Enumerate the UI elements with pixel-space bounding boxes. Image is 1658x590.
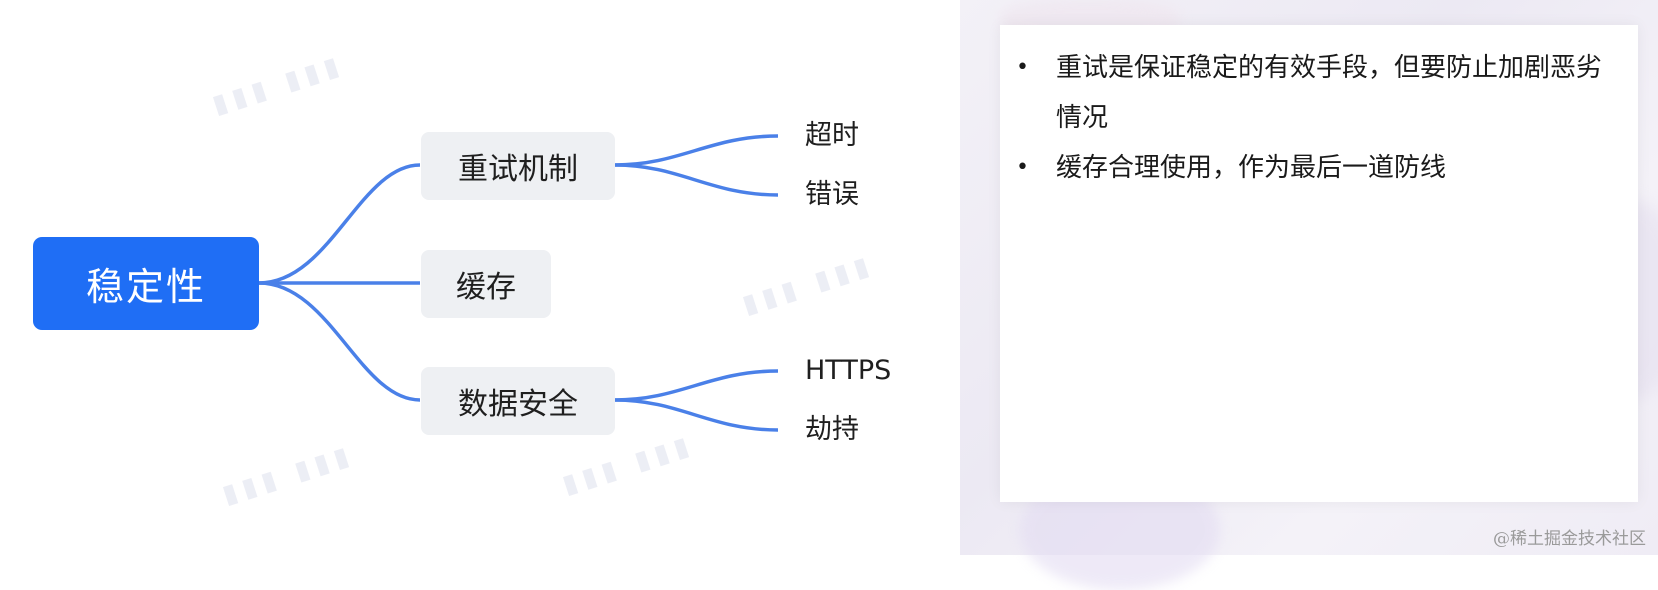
node-label: 重试机制 — [458, 152, 578, 187]
node-label: 数据安全 — [458, 387, 578, 422]
mindmap-connectors — [258, 134, 779, 432]
mindmap-leaf-https[interactable]: HTTPS — [805, 355, 892, 386]
mindmap-node-data-security[interactable]: 数据安全 — [421, 367, 615, 435]
mindmap-leaf-timeout[interactable]: 超时 — [805, 120, 859, 151]
node-label: 缓存 — [456, 270, 516, 305]
source-credit: @稀土掘金技术社区 — [1493, 529, 1646, 549]
mindmap-leaf-error[interactable]: 错误 — [805, 179, 859, 210]
bullet-icon: • — [1016, 55, 1029, 80]
mindmap-root-node[interactable]: 稳定性 — [33, 237, 259, 330]
notes-item: • 重试是保证稳定的有效手段，但要防止加剧恶劣情况 — [1016, 43, 1618, 143]
mindmap-node-retry[interactable]: 重试机制 — [421, 132, 615, 200]
mindmap: 稳定性 重试机制 缓存 数据安全 超时 错误 HTTPS 劫持 — [33, 120, 892, 445]
notes-panel: • 重试是保证稳定的有效手段，但要防止加剧恶劣情况 • 缓存合理使用，作为最后一… — [1000, 25, 1638, 502]
root-label: 稳定性 — [85, 265, 206, 309]
mindmap-leaf-hijack[interactable]: 劫持 — [805, 414, 859, 445]
notes-list: • 重试是保证稳定的有效手段，但要防止加剧恶劣情况 • 缓存合理使用，作为最后一… — [1000, 25, 1638, 193]
mindmap-node-cache[interactable]: 缓存 — [421, 250, 551, 318]
notes-item: • 缓存合理使用，作为最后一道防线 — [1016, 143, 1618, 193]
notes-item-text: 重试是保证稳定的有效手段，但要防止加剧恶劣情况 — [1056, 53, 1603, 133]
notes-item-text: 缓存合理使用，作为最后一道防线 — [1056, 153, 1447, 183]
bullet-icon: • — [1016, 155, 1029, 180]
